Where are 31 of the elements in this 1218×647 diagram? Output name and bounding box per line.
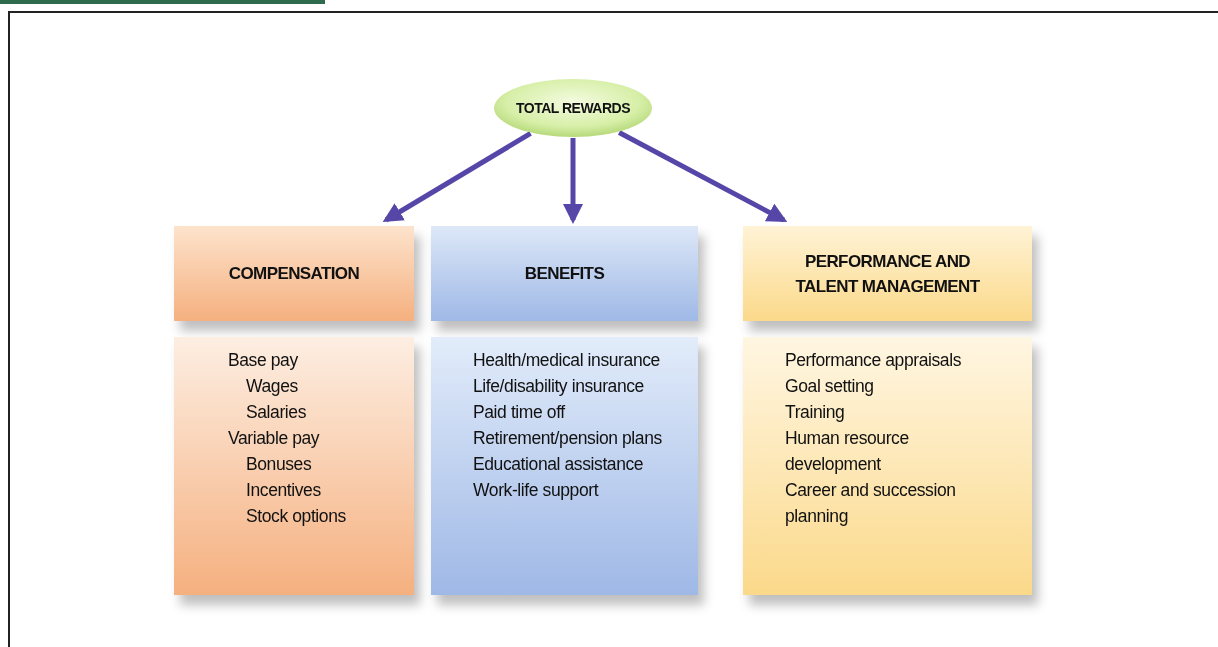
- category-header: [174, 226, 414, 321]
- list-item: Goal setting: [785, 375, 874, 398]
- list-item: Variable pay: [228, 427, 320, 450]
- list-item: Incentives: [245, 479, 321, 502]
- arrow: [382, 131, 532, 223]
- arrow: [617, 130, 788, 223]
- list-item: Work-life support: [473, 479, 599, 502]
- list-item: Salaries: [245, 401, 307, 424]
- list-item: Retirement/pension plans: [473, 427, 662, 450]
- list-item: Bonuses: [245, 453, 312, 476]
- list-item: Base pay: [228, 349, 298, 372]
- list-item: Wages: [245, 375, 298, 398]
- category-header: [743, 226, 1032, 321]
- heading: TOTAL REWARDS: [515, 100, 631, 116]
- item-list-panel: [431, 337, 698, 595]
- category-header: [431, 226, 698, 321]
- list-item: Career and succession planning: [785, 479, 957, 528]
- list-item: Health/medical insurance: [473, 349, 660, 372]
- list-item: Human resource development: [785, 427, 910, 476]
- list-item: Educational assistance: [473, 453, 644, 476]
- heading: BENEFITS: [524, 263, 605, 285]
- list-item: Life/disability insurance: [473, 375, 644, 398]
- list-item: Training: [785, 401, 845, 424]
- arrow: [563, 138, 583, 224]
- list-item: Stock options: [245, 505, 346, 528]
- item-list-panel: [174, 337, 414, 595]
- list-item: Paid time off: [473, 401, 565, 424]
- list-item: Performance appraisals: [785, 349, 961, 372]
- heading: PERFORMANCE AND TALENT MANAGEMENT: [794, 250, 981, 298]
- heading: COMPENSATION: [228, 263, 360, 285]
- item-list-panel: [743, 337, 1032, 595]
